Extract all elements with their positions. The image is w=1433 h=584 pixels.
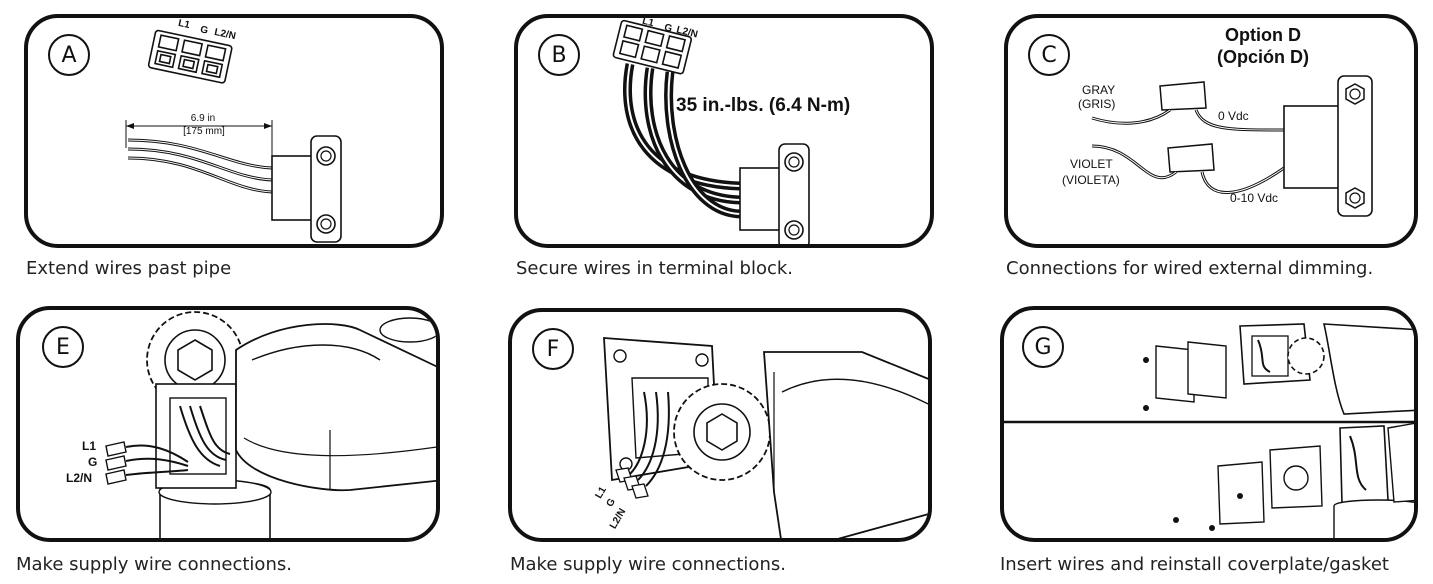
panel-a-badge: A [48, 34, 90, 76]
gray-wire-label-es: (GRIS) [1078, 97, 1116, 111]
panel-f-caption: Make supply wire connections. [510, 554, 786, 575]
wire-label-l2n: L2/N [66, 471, 93, 485]
torque-spec: 35 in.-lbs. (6.4 N-m) [676, 95, 851, 116]
violet-wire-label: VIOLET [1070, 157, 1113, 171]
panel-a-illustration [125, 29, 342, 243]
panel-f-badge: F [532, 328, 574, 370]
panel-g-badge: G [1022, 326, 1064, 368]
panel-b-caption: Secure wires in terminal block. [516, 258, 794, 279]
wire-label-l1: L1 [82, 439, 97, 453]
dimension-mm: [175 mm] [183, 126, 225, 137]
panel-c-illustration [1091, 75, 1373, 217]
wire-label-g: G [88, 455, 98, 469]
panel-c: C Option D (Opción D) GRAY (GRIS) VIOLET… [1004, 14, 1418, 248]
vdc-zero-label: 0 Vdc [1218, 109, 1249, 123]
panel-f: F L1 G L2/N [508, 308, 932, 542]
panel-e: E L1 G L2/N [16, 306, 440, 542]
panel-g-caption: Insert wires and reinstall coverplate/ga… [1000, 554, 1389, 575]
panel-g-illustration [1004, 323, 1414, 538]
gray-wire-label: GRAY [1082, 83, 1116, 97]
panel-c-caption: Connections for wired external dimming. [1006, 258, 1374, 279]
panel-e-illustration [105, 311, 436, 538]
option-subtitle: (Opción D) [1217, 47, 1309, 67]
vdc-range-label: 0-10 Vdc [1230, 191, 1279, 205]
panel-a-caption: Extend wires past pipe [26, 258, 232, 279]
panel-f-illustration [603, 337, 928, 538]
panel-g: G [1000, 306, 1418, 542]
panel-a: A L1 G L2/N 6.9 in [175 mm] [24, 14, 444, 248]
dimension-inches: 6.9 in [190, 113, 216, 124]
panel-b-badge: B [538, 34, 580, 76]
panel-c-badge: C [1028, 34, 1070, 76]
panel-b: B L1 G L2/N 35 in.-lbs. (6.4 N-m) [514, 14, 934, 248]
panel-e-badge: E [42, 326, 84, 368]
panel-e-caption: Make supply wire connections. [16, 554, 292, 575]
option-title: Option D [1225, 25, 1301, 45]
violet-wire-label-es: (VIOLETA) [1062, 173, 1120, 187]
terminal-label-l1: L1 [177, 17, 191, 32]
panel-b-illustration [612, 19, 810, 244]
